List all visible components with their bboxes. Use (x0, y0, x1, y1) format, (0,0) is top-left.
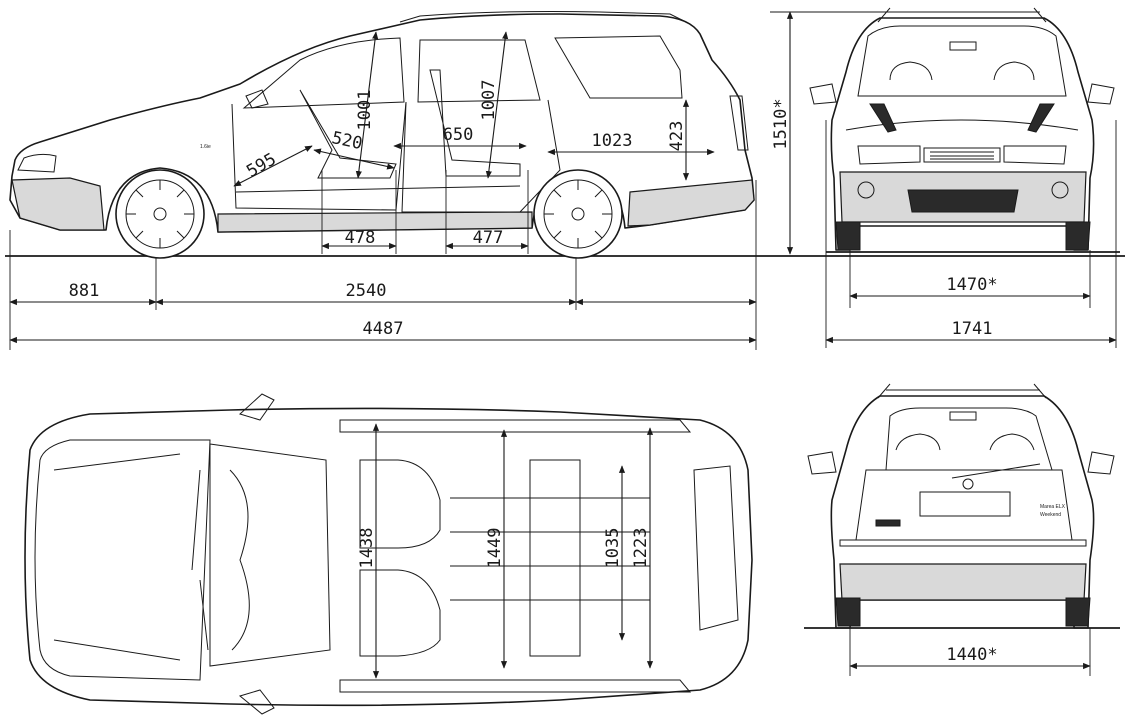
top-rear-seat (529, 459, 581, 657)
label-load-sill: 423 (667, 121, 687, 152)
front-roof-rail (877, 7, 1047, 23)
front-right-vent (1027, 103, 1055, 133)
top-wiper-left (191, 469, 201, 571)
side-roof-rail (399, 11, 691, 25)
front-legroom-line (233, 145, 313, 187)
top-dashboard (229, 469, 250, 651)
front-left-foglight (857, 181, 875, 199)
rear-left-mirror (807, 451, 837, 475)
side-quarter-window (554, 35, 683, 99)
label-front-headroom: 1001 (355, 90, 375, 131)
rear-roof-rail (877, 383, 1047, 399)
front-right-foglight (1051, 181, 1069, 199)
rear-emblem (962, 478, 974, 490)
rear-bumper-strip (839, 539, 1087, 547)
rear-spoiler-lamp (949, 411, 977, 421)
side-front-bumper (11, 177, 105, 231)
front-seat-depth-line (313, 148, 395, 170)
label-rear-shoulder: 1449 (485, 528, 505, 569)
top-rear-hatch (693, 465, 739, 631)
side-rear-bumper (627, 179, 755, 227)
front-seats (889, 61, 1035, 81)
front-bonnet (845, 119, 1079, 131)
front-left-tyre (835, 221, 861, 251)
rear-right-mirror (1087, 451, 1115, 475)
label-overall-length: 4487 (363, 319, 404, 339)
side-tail-lamp (729, 95, 749, 151)
side-rear-seat (429, 69, 521, 177)
front-right-tyre (1065, 221, 1091, 251)
top-cargo-slats (450, 497, 650, 601)
top-bonnet-crease-lower (53, 639, 181, 661)
label-rear-headroom: 1007 (479, 80, 499, 121)
label-height: 1510* (771, 98, 791, 149)
front-view: 1470* 1741 (809, 7, 1120, 348)
label-front-shoulder: 1438 (357, 528, 377, 569)
label-wheelbase: 2540 (346, 281, 387, 301)
label-front-cushion: 478 (345, 228, 376, 248)
rear-body-outline (830, 395, 1095, 629)
rear-right-tyre (1065, 597, 1091, 627)
label-front-legroom: 595 (243, 149, 280, 182)
rear-plate-recess (919, 491, 1011, 517)
label-cargo-arch-width: 1035 (603, 528, 623, 569)
side-front-window (242, 37, 405, 109)
rear-seats (895, 433, 1035, 451)
top-windscreen (209, 443, 331, 667)
top-left-mirror (239, 393, 275, 421)
side-front-wheel (115, 169, 205, 259)
front-lower-intake (907, 189, 1019, 213)
top-right-mirror (238, 689, 275, 715)
label-cargo-length: 1023 (592, 131, 633, 151)
rear-variant-badge: Weekend (1040, 512, 1061, 518)
side-headlight (17, 153, 57, 173)
front-windscreen (857, 25, 1067, 97)
front-left-headlight (857, 145, 921, 165)
side-rear-door (401, 99, 561, 213)
label-rear-track: 1440* (946, 645, 997, 665)
rear-view: Marea ELX Weekend 1440* (804, 383, 1120, 676)
rear-window (885, 407, 1053, 471)
rear-headroom-line (485, 31, 509, 179)
side-badge: 1.6ie (200, 144, 211, 150)
rear-bumper (839, 563, 1087, 601)
label-front-track: 1470* (946, 275, 997, 295)
rear-model-badge: Marea ELX (1040, 504, 1066, 510)
front-left-vent (869, 103, 897, 133)
front-rear-mirror (949, 41, 977, 51)
top-roof-rail-lower (339, 679, 692, 693)
side-rub-strip (235, 185, 521, 193)
label-overall-width: 1741 (952, 319, 993, 339)
side-rear-wheel (533, 169, 623, 259)
label-cargo-width: 1223 (631, 528, 651, 569)
side-view: 1.6ie 1001 1007 (5, 11, 1125, 350)
front-grille (923, 147, 1001, 163)
front-right-headlight (1003, 145, 1067, 165)
label-rear-cushion: 477 (473, 228, 504, 248)
top-view: 1438 1449 1035 1223 (24, 393, 753, 715)
side-body-outline (9, 13, 755, 233)
front-body-outline (830, 17, 1095, 251)
front-right-mirror (1087, 83, 1115, 105)
top-wiper-right (199, 579, 209, 651)
rear-lock-badge (875, 519, 901, 527)
side-sill (217, 211, 533, 233)
top-bonnet (34, 439, 211, 681)
front-left-mirror (809, 83, 837, 105)
label-front-overhang: 881 (69, 281, 100, 301)
top-roof-rail-upper (339, 419, 692, 433)
rear-left-tyre (835, 597, 861, 627)
label-rear-legroom: 650 (443, 125, 474, 145)
top-bonnet-crease-upper (53, 453, 181, 471)
top-body-outline (24, 407, 753, 707)
top-front-seats (359, 459, 441, 657)
side-mirror (245, 89, 269, 109)
rear-wiper (951, 463, 1041, 479)
